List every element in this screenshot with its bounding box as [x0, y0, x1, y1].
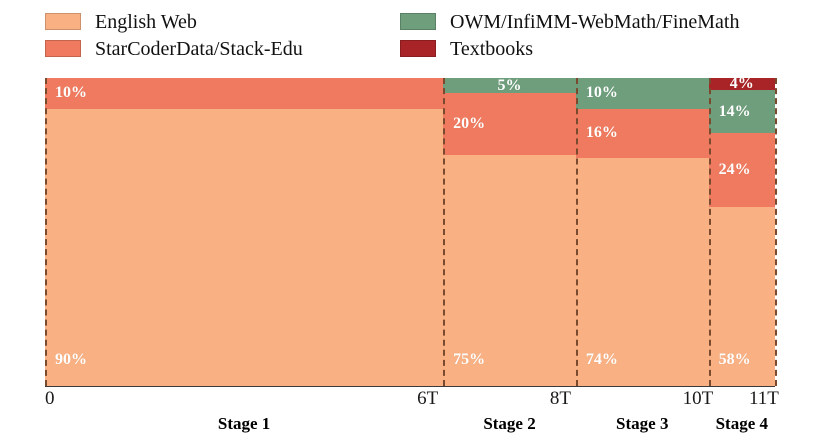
legend-item-textbooks[interactable]: Textbooks [400, 39, 785, 59]
stage-bar-4[interactable]: 58% 24% 14% 4% [708, 75, 775, 386]
stage-3-segment-2[interactable]: 16% [575, 108, 709, 159]
boundary-line-0 [45, 78, 47, 386]
legend-label-starcoder: StarCoderData/Stack-Edu [95, 37, 303, 60]
stage-3-segment-1-value-label: 74% [585, 351, 618, 368]
legend-label-owm: OWM/InfiMM-WebMath/FineMath [450, 10, 740, 33]
stage-3-segment-3-value-label: 10% [585, 84, 618, 102]
stage-2-segment-2-value-label: 20% [453, 115, 486, 133]
stage-4-segment-3-value-label: 14% [718, 102, 751, 120]
chart-plot-area: 90% 10% 75% 20% 5% 74% 16% 10% 58% 24% 14% 4% [45, 75, 777, 386]
stage-4-segment-4[interactable]: 4% [708, 75, 775, 93]
stage-1-segment-2[interactable]: 10% [45, 78, 444, 109]
stage-2-segment-1[interactable]: 75% [443, 155, 576, 386]
boundary-line-6T [443, 78, 446, 386]
stage-3-segment-1[interactable]: 74% [575, 158, 709, 386]
stage-3-segment-2-value-label: 16% [585, 124, 618, 142]
stage-2-segment-1-value-label: 75% [453, 351, 486, 368]
boundary-line-10T [708, 78, 711, 386]
stage-caption-3: Stage 3 [616, 414, 669, 433]
boundary-line-8T [575, 78, 578, 386]
stage-4-segment-2[interactable]: 24% [708, 133, 775, 208]
x-tick-label-11T: 11T [749, 388, 779, 409]
stage-2-segment-3[interactable]: 5% [443, 76, 576, 94]
x-tick-label-8T: 8T [549, 388, 572, 409]
chart-legend: English Web OWM/InfiMM-WebMath/FineMath … [45, 8, 785, 63]
stage-4-segment-1[interactable]: 58% [708, 207, 775, 386]
stage-bar-1[interactable]: 90% 10% [45, 78, 444, 386]
legend-item-starcoder[interactable]: StarCoderData/Stack-Edu [45, 39, 400, 59]
stage-4-segment-2-value-label: 24% [718, 161, 751, 179]
legend-label-textbooks: Textbooks [450, 37, 534, 60]
stage-2-segment-2[interactable]: 20% [443, 93, 576, 155]
legend-swatch-starcoder [45, 40, 81, 57]
x-tick-label-10T: 10T [682, 388, 714, 409]
legend-swatch-textbooks [400, 40, 436, 57]
stage-caption-4: Stage 4 [715, 414, 769, 433]
stage-4-segment-1-value-label: 58% [718, 351, 751, 368]
stage-bar-2[interactable]: 75% 20% 5% [443, 76, 576, 386]
legend-item-english-web[interactable]: English Web [45, 12, 400, 32]
boundary-line-11T [775, 78, 777, 386]
legend-swatch-owm [400, 13, 436, 30]
stage-1-segment-1-value-label: 90% [55, 351, 87, 368]
stage-1-segment-2-value-label: 10% [55, 84, 87, 102]
stage-4-segment-3[interactable]: 14% [708, 90, 775, 134]
x-axis-line [45, 386, 775, 387]
x-tick-label-6T: 6T [417, 388, 439, 409]
legend-swatch-english-web [45, 13, 81, 30]
stage-bar-3[interactable]: 74% 16% 10% [575, 78, 709, 386]
stage-4-segment-4-value-label: 4% [729, 75, 754, 93]
stage-3-segment-3[interactable]: 10% [575, 78, 709, 109]
stage-1-segment-1[interactable]: 90% [45, 108, 444, 386]
legend-item-owm[interactable]: OWM/InfiMM-WebMath/FineMath [400, 12, 785, 32]
stage-2-segment-3-value-label: 5% [497, 76, 522, 94]
stage-caption-2: Stage 2 [483, 414, 536, 433]
legend-label-english-web: English Web [95, 10, 197, 33]
x-tick-label-0: 0 [45, 388, 55, 409]
stage-caption-1: Stage 1 [217, 414, 271, 433]
